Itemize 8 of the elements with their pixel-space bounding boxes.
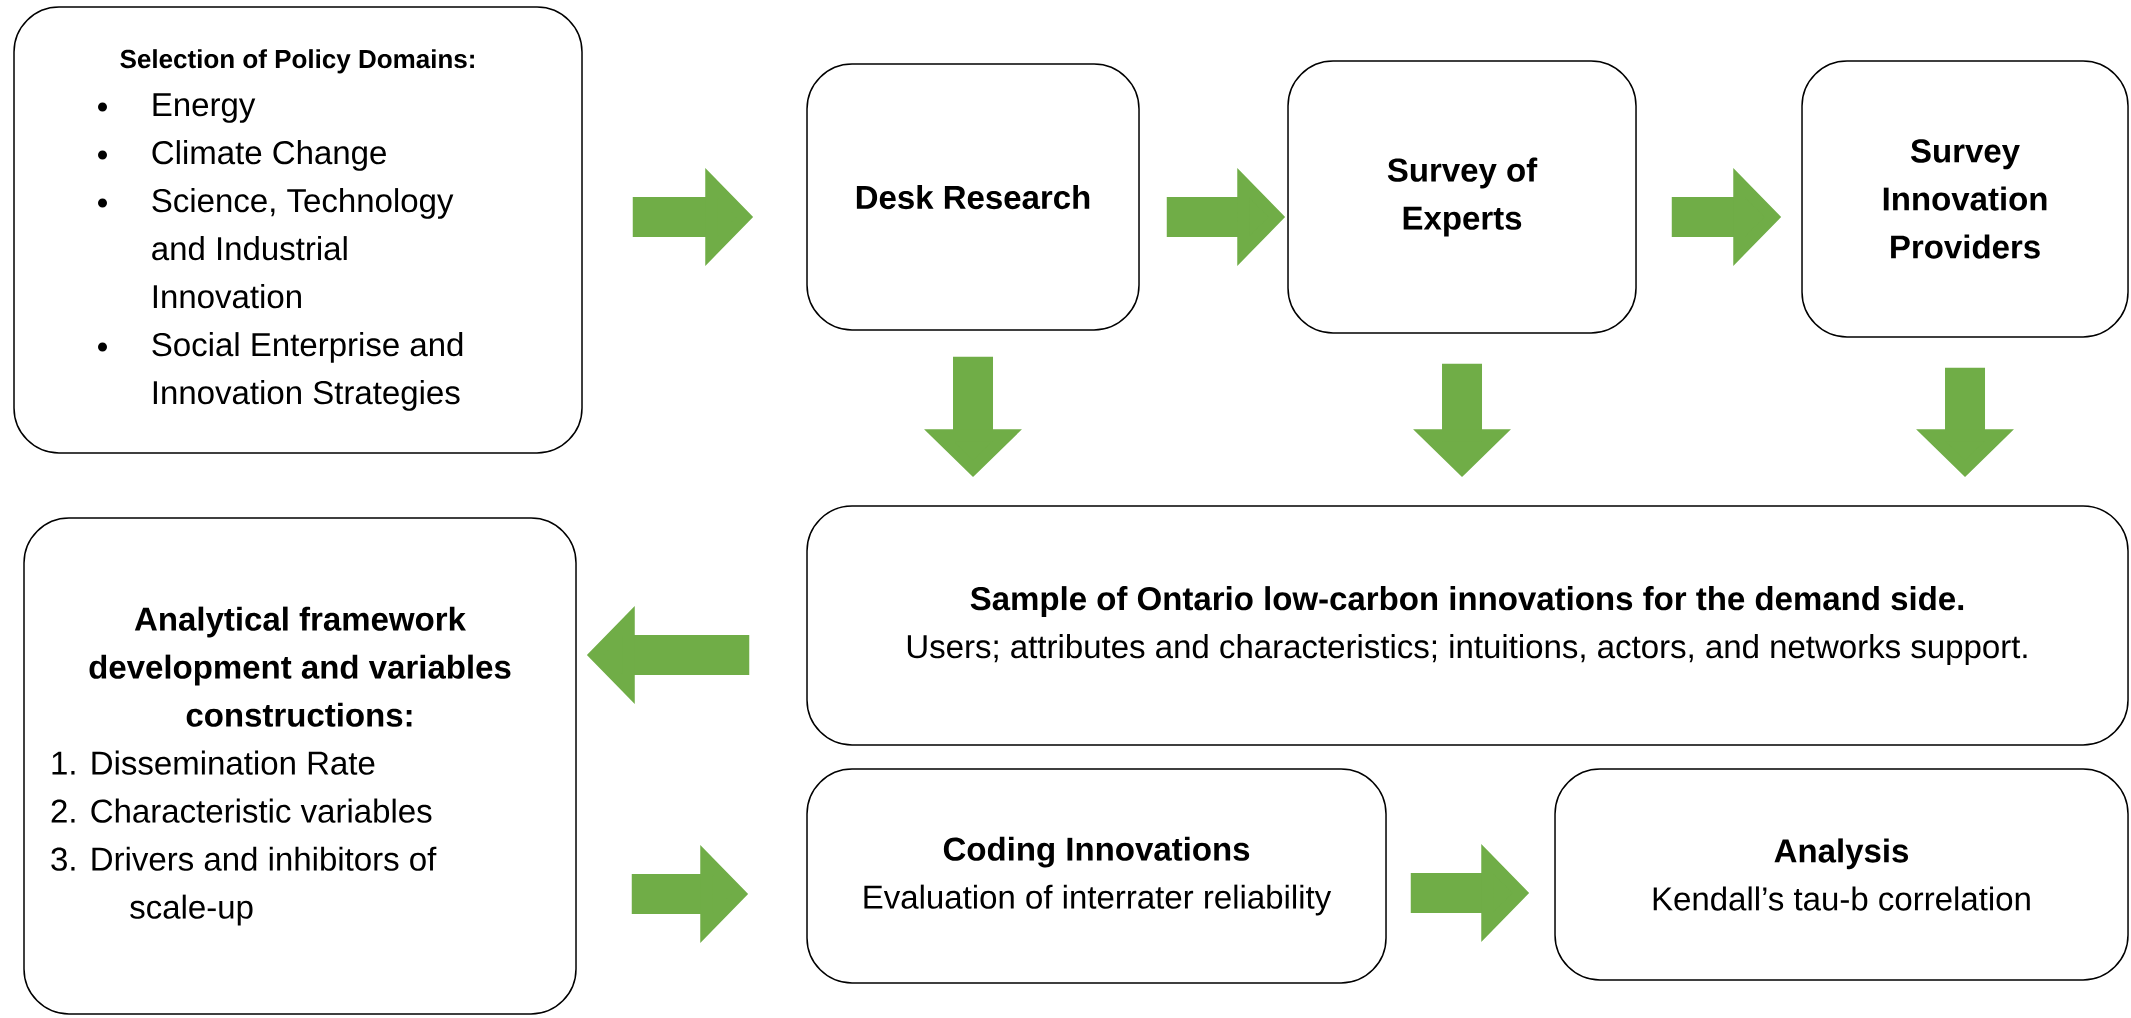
process-box: Survey of Experts [1287,60,1637,334]
list-box: Selection of Policy Domains: Energy Climate Change Science, Technology and Industrial Innovation Social Enterprise and Innovation Strategies [13,6,583,454]
process-box: Sample of Ontario low-carbon innovations for the demand side. Users; attributes and characteristics; intuitions, actors, and networks support. [806,505,2129,746]
process-box: Survey Innovation Providers [1801,60,2129,338]
process-box: Coding Innovations Evaluation of interrater reliability [806,768,1387,984]
process-box: Desk Research [806,63,1140,331]
process-box: Analysis Kendall’s tau-b correlation [1554,768,2129,981]
list-box: Analytical framework development and variables constructions: 1. Dissemination Rate 2. Characteristic variables 3. Drivers and inhibitors of scale-up [23,517,577,1015]
